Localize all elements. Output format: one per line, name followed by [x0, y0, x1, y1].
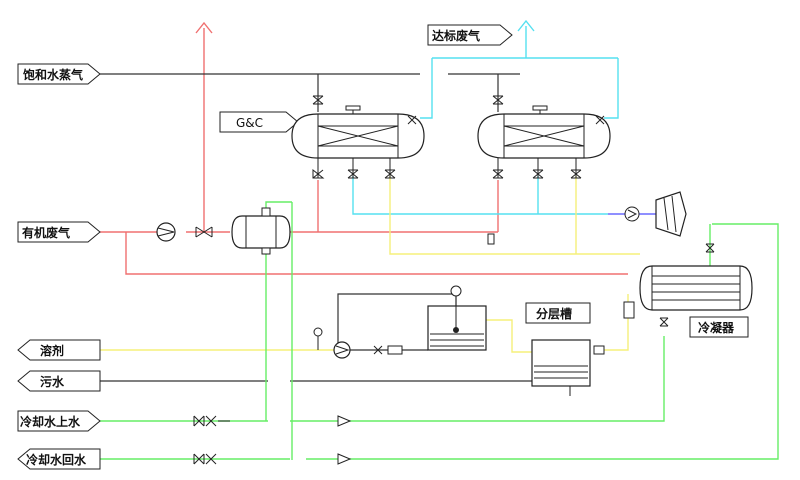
- tag-solvent: 溶剂: [17, 339, 101, 361]
- misc-valves: [487, 233, 715, 327]
- adsorber-2: [477, 95, 611, 179]
- yellow-from-adsorber1: [389, 176, 640, 255]
- exhaust-fan: [624, 191, 687, 237]
- tag-voc: 有机废气: [17, 221, 101, 243]
- tag-steam-text: 饱和水蒸气: [23, 67, 83, 82]
- tag-sewage-text: 污水: [40, 374, 65, 389]
- cw-supply-valves: [193, 415, 352, 427]
- tag-sewage: 污水: [17, 370, 101, 392]
- red-to-condenser: [125, 232, 628, 275]
- tag-qualified-gas-text: 达标废气: [432, 28, 480, 43]
- fan-icon: [156, 222, 176, 242]
- tag-solvent-text: 溶剂: [40, 343, 64, 358]
- tag-cw-supply-text: 冷却水上水: [20, 414, 81, 429]
- cw-return-valves: [193, 453, 352, 465]
- cw-vertical-1: [265, 201, 293, 460]
- condenser: [623, 265, 753, 319]
- settling-tank: [427, 285, 487, 351]
- red-pipeline: [100, 28, 628, 275]
- cyan-drop-2: [604, 58, 619, 119]
- tag-steam: 饱和水蒸气: [17, 63, 101, 85]
- heat-exchanger: [231, 207, 291, 255]
- tag-cw-return-text: 冷却水回水: [26, 452, 87, 467]
- adsorber-1: [291, 95, 425, 179]
- tag-qualified-gas: 达标废气: [427, 24, 513, 46]
- green-pipeline: [100, 201, 779, 460]
- cyan-drop-1: [420, 58, 433, 119]
- condenser-label-text: 冷凝器: [698, 320, 735, 335]
- tag-cw-return: 冷却水回水: [17, 448, 101, 470]
- red-vent-arrow: [195, 21, 213, 34]
- tag-voc-text: 有机废气: [22, 225, 70, 240]
- valve-icon: [195, 226, 213, 238]
- tag-gc-text: G&C: [236, 116, 263, 130]
- yellow-pipeline: [100, 176, 640, 353]
- condenser-label: 冷凝器: [689, 316, 749, 338]
- cyan-lower-header: [352, 176, 608, 215]
- separator-link: [486, 319, 532, 353]
- tag-cw-supply: 冷却水上水: [17, 410, 101, 432]
- pump-icon: [313, 327, 403, 359]
- cw-supply-line: [100, 336, 665, 422]
- separator-label: 分层槽: [525, 302, 591, 324]
- tag-gc: G&C: [219, 111, 299, 133]
- separator-tank: [531, 339, 605, 396]
- cyan-pipeline: [352, 26, 619, 215]
- separator-label-text: 分层槽: [536, 306, 572, 321]
- cw-return-line: [100, 223, 779, 460]
- cyan-vent-arrow: [517, 19, 535, 32]
